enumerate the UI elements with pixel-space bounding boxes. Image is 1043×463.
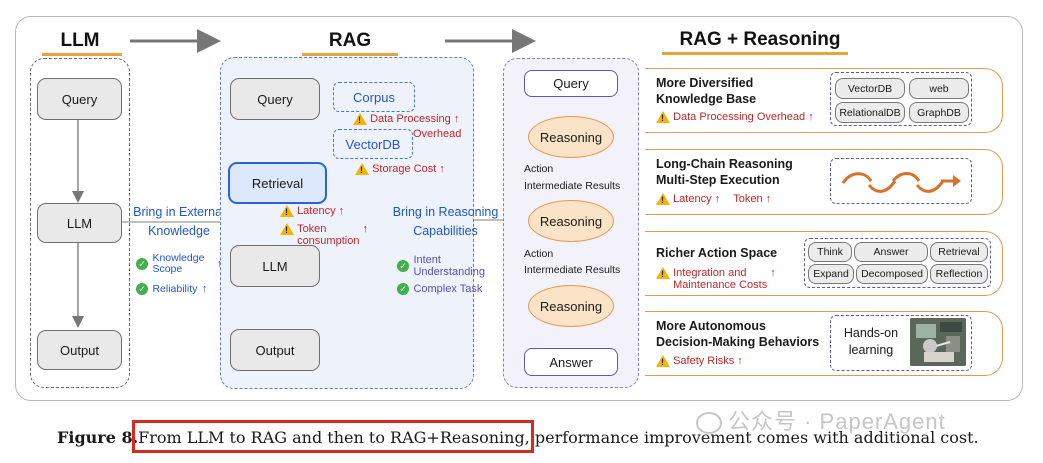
caption-label: Figure 8. — [57, 428, 139, 447]
action-label-2: Action — [524, 248, 554, 260]
action-label-1: Action — [524, 163, 554, 175]
pill-reflection: Reflection — [930, 264, 988, 284]
wechat-icon — [696, 412, 722, 435]
llm-panel — [30, 58, 130, 388]
rag-output-box: Output — [230, 329, 320, 371]
rag-reasoning-underline — [662, 52, 848, 55]
cost-latency: Latency ↑ — [280, 205, 380, 218]
card1-pill-group — [830, 72, 972, 126]
card3-title: Richer Action Space — [656, 246, 778, 260]
transition1-line2: Knowledge — [148, 224, 210, 238]
warning-icon — [656, 267, 670, 280]
pill-web: web — [909, 78, 969, 99]
reasoning-answer-box: Answer — [524, 348, 618, 376]
warning-icon — [353, 113, 367, 126]
vectordb-box: VectorDB — [333, 129, 413, 159]
watermark: 公众号 · PaperAgent — [696, 404, 946, 436]
pill-vectordb: VectorDB — [835, 78, 905, 99]
pill-expand: Expand — [808, 264, 854, 284]
cost-storage: Storage Cost ↑ — [355, 163, 475, 176]
up-arrow-icon: ↑ — [762, 193, 772, 205]
check-icon: ✓ — [136, 258, 148, 270]
llm-llm-box: LLM — [37, 203, 122, 243]
warning-icon — [280, 223, 294, 236]
card4-cost: Safety Risks ↑ — [656, 355, 806, 368]
llm-query-box: Query — [37, 78, 122, 120]
reasoning-node-1: Reasoning — [528, 116, 614, 158]
benefit-reliability: ✓ Reliability ↑ — [136, 280, 226, 298]
benefit-complex-task: ✓ Complex Task — [397, 280, 502, 298]
card4-hands-on-box — [830, 315, 972, 371]
robot-icon — [910, 318, 966, 366]
intermediate-label-1: Intermediate Results — [524, 180, 621, 192]
transition2-line2: Capabilities — [413, 224, 478, 238]
check-icon: ✓ — [397, 282, 409, 295]
cost-overhead: Overhead — [413, 128, 462, 140]
retrieval-box: Retrieval — [228, 162, 327, 204]
transition2-line1: Bring in Reasoning — [392, 205, 499, 219]
up-arrow-icon: ↑ — [335, 205, 345, 217]
pill-think: Think — [808, 242, 852, 262]
warning-icon — [656, 193, 670, 206]
pill-retrieval: Retrieval — [930, 242, 988, 262]
warning-icon — [656, 111, 670, 124]
card1-cost: Data Processing Overhead ↑ — [656, 111, 826, 124]
card3-pill-group — [804, 238, 991, 288]
rag-underline — [302, 53, 398, 56]
reasoning-node-2: Reasoning — [528, 200, 614, 242]
pill-answer: Answer — [854, 242, 928, 262]
up-arrow-icon: ↑ — [770, 267, 776, 279]
check-icon: ✓ — [136, 282, 148, 295]
reasoning-query-box: Query — [524, 70, 618, 97]
chain-arrows-icon — [841, 172, 961, 193]
benefit-intent-understanding: ✓ Intent Understanding — [397, 254, 502, 278]
card2-costs: Latency ↑ Token ↑ — [656, 193, 826, 206]
figure-caption: Figure 8.From LLM to RAG and then to RAG… — [57, 428, 979, 447]
card-richer-action-space — [645, 231, 1003, 296]
cost-data-processing: Data Processing ↑ — [353, 113, 473, 126]
rag-llm-box: LLM — [230, 245, 320, 287]
intermediate-label-2: Intermediate Results — [524, 264, 621, 276]
card2-chain-box — [830, 158, 972, 204]
up-arrow-icon: ↑ — [805, 111, 814, 123]
up-arrow-icon: ↑ — [450, 113, 460, 125]
warning-icon — [656, 355, 670, 368]
robot-photo — [910, 318, 966, 366]
caption-highlight: From LLM to RAG and then to RAG+Reasonin… — [138, 428, 530, 447]
llm-underline — [42, 53, 122, 56]
caption-rest: performance improvement comes with addit… — [529, 428, 979, 447]
rag-heading: RAG — [328, 30, 372, 51]
pill-relationaldb: RelationalDB — [835, 102, 905, 123]
corpus-box: Corpus — [333, 82, 415, 112]
up-arrow-icon: ↑ — [734, 355, 743, 367]
reasoning-node-3: Reasoning — [528, 285, 614, 327]
caption-highlight-box — [132, 420, 534, 453]
check-icon: ✓ — [397, 260, 409, 272]
warning-icon — [280, 205, 294, 218]
up-arrow-icon: ↑ — [436, 163, 445, 175]
up-arrow-icon: ↑ — [201, 282, 208, 295]
llm-heading: LLM — [60, 30, 100, 51]
pill-graphdb: GraphDB — [909, 102, 969, 123]
warning-icon — [355, 163, 369, 176]
pill-decomposed: Decomposed — [856, 264, 928, 284]
benefit-knowledge-scope: ✓ Knowledge Scope ↑ — [136, 253, 226, 275]
rag-query-box: Query — [230, 78, 320, 120]
llm-output-box: Output — [37, 330, 122, 370]
up-arrow-icon: ↑ — [217, 258, 223, 270]
transition1-line1: Bring in External — [133, 205, 225, 219]
up-arrow-icon: ↑ — [362, 223, 369, 235]
up-arrow-icon: ↑ — [711, 193, 721, 205]
rag-reasoning-heading: RAG + Reasoning — [679, 29, 841, 50]
